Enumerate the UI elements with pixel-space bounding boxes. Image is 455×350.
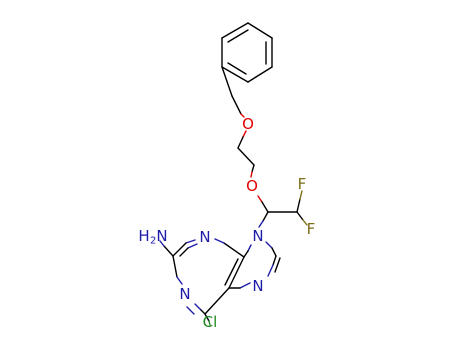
double-bond [224,258,239,286]
bond-c-o [231,95,242,115]
bond [247,22,273,39]
bond-n [214,238,225,244]
bond-o [240,113,245,118]
bond-n [247,244,252,252]
bond [272,255,277,266]
bond-n [194,303,202,311]
double-bond [227,29,249,43]
bond-n [159,240,165,247]
atom-nitrogen: N [179,285,190,303]
double-bond [227,62,247,75]
bond-n [267,264,274,277]
atom-oxygen: O [242,115,254,133]
bond [237,147,255,166]
double-bond-n [186,306,195,315]
bond [221,22,249,39]
atom-fluorine: F [298,175,307,193]
double-bond [274,257,281,273]
amino-hydrogen: H [138,227,149,245]
bond [296,211,304,221]
bond [243,250,249,258]
bond-n [239,282,251,289]
bond [172,242,187,257]
bond [204,313,210,322]
bond [271,247,277,257]
bond [296,198,301,213]
bond [221,66,233,97]
bond [204,287,230,315]
atom-nitrogen: N [252,227,263,245]
atom-nitrogen: N [199,228,210,246]
bond [247,66,273,83]
amino-nitrogen: N [156,227,167,245]
bond-f [302,219,308,226]
double-bond-n [187,243,198,249]
atom-chlorine: Cl [203,313,218,331]
bond [172,255,178,278]
bond-o [257,195,263,203]
bond [251,164,255,173]
bond-n [258,220,264,228]
atom-oxygen: O [246,177,258,195]
benzene-ring [221,22,273,83]
atom-fluorine: F [307,220,316,238]
bond [221,66,249,83]
bond-n [185,239,196,244]
bond [262,211,269,222]
bond [261,201,269,213]
bond-n [265,241,273,249]
atom-nitrogen: N [252,277,263,295]
bond-o [242,130,247,138]
bond [223,242,245,258]
amino-subscript: 2 [150,236,156,247]
bond-o [250,171,253,178]
double-bond [179,247,189,257]
bond [200,309,206,315]
bond-cl [208,320,211,326]
bond [163,245,174,257]
fused-bond [228,256,245,289]
bond [237,136,244,149]
bond-f [299,190,303,200]
bond-n [176,276,183,285]
